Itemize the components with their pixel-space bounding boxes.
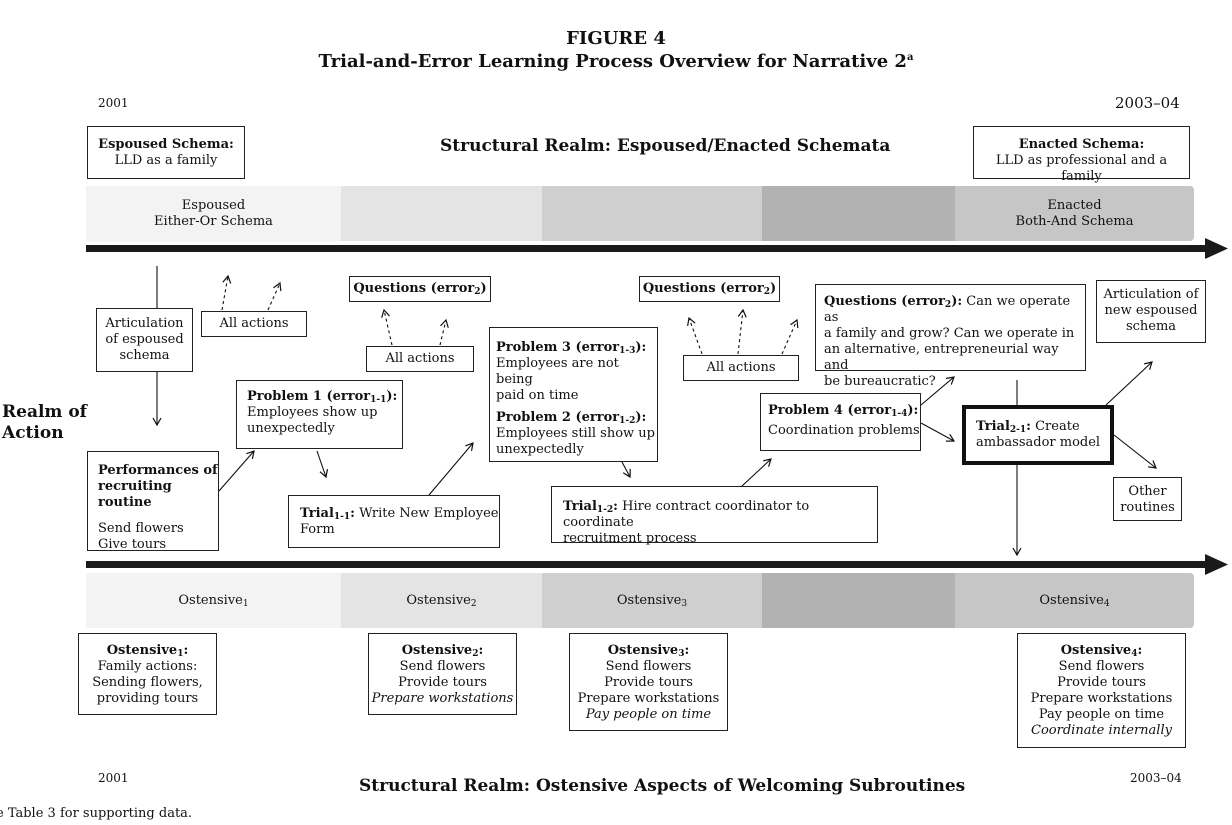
figure-title-sup: a	[906, 52, 914, 63]
structural-top-title: Structural Realm: Espoused/Enacted Schem…	[440, 136, 891, 156]
dashed-arrow-3a	[687, 316, 703, 355]
espoused-schema-title: Espoused Schema:	[98, 137, 234, 152]
ostensive-band-1: Ostensive1	[86, 573, 341, 628]
arrow-trial21-to-other-routines	[1113, 434, 1157, 469]
year-end-top: 2003–04	[1115, 94, 1180, 112]
arrow-trial21-to-articulation-new	[1105, 361, 1153, 406]
figure-title: Trial-and-Error Learning Process Overvie…	[0, 51, 1232, 72]
arrow-problem2-to-trial12	[621, 461, 631, 479]
espoused-schema-box: Espoused Schema: LLD as a family	[87, 126, 245, 179]
trial21-box: Trial2-1: Create ambassador model	[962, 405, 1114, 465]
trial11-box: Trial1-1: Write New Employee Form	[288, 495, 500, 548]
top-band-4	[762, 186, 955, 241]
year-start-bottom: 2001	[98, 771, 129, 785]
structural-bottom-title: Structural Realm: Ostensive Aspects of W…	[359, 776, 966, 796]
bottom-timeline-axis	[86, 554, 1228, 575]
year-end-bottom: 2003–04	[1130, 771, 1182, 785]
problem4-box: Problem 4 (error1-4): Coordination probl…	[760, 393, 921, 451]
dashed-arrow-3c	[781, 318, 799, 355]
performances-box: Performances of recruiting routine Send …	[87, 451, 219, 552]
dashed-arrow-1a	[221, 274, 232, 311]
articulation-new-box: Articulation of new espoused schema	[1096, 280, 1206, 343]
top-band-enacted-line1: Enacted	[1047, 197, 1102, 213]
ostensive-band-3-label: Ostensive3	[616, 592, 688, 609]
figure-label: FIGURE 4	[566, 28, 666, 49]
top-band-3	[542, 186, 762, 241]
problem3-2-box: Problem 3 (error1-3): Employees are not …	[489, 327, 658, 462]
figure-title-text: Trial-and-Error Learning Process Overvie…	[318, 51, 907, 72]
top-band-enacted-line2: Both-And Schema	[1015, 213, 1134, 229]
articulation-espoused-box: Articulation of espoused schema	[96, 308, 193, 372]
ostensive-band-1-label: Ostensive1	[178, 592, 249, 609]
all-actions-box-3: All actions	[683, 355, 799, 381]
questions-box-1: Questions (error2)	[349, 276, 491, 302]
top-band-espoused-line1: Espoused	[181, 197, 246, 213]
questions-box-3: Questions (error2): Can we operate as a …	[815, 284, 1086, 389]
ostensive-band-4-label: Ostensive4	[1039, 592, 1110, 609]
arrow-trial12-to-problem4	[741, 458, 772, 487]
arrow-problem1-to-trial11	[316, 450, 329, 479]
trial12-box: Trial1-2: Hire contract coordinator to c…	[551, 486, 878, 546]
top-band-2	[341, 186, 542, 241]
ostensive-band-4: Ostensive4	[955, 573, 1194, 628]
arrow-performances-to-problem1	[218, 450, 255, 492]
enacted-schema-title: Enacted Schema:	[1018, 137, 1145, 152]
dashed-arrow-2b	[439, 318, 449, 346]
arrow-problem4-to-questions3	[920, 376, 955, 406]
espoused-schema-text: LLD as a family	[114, 153, 218, 168]
dashed-arrow-3b	[737, 308, 747, 355]
top-timeline-axis	[86, 238, 1228, 259]
enacted-schema-text: LLD as professional and a family	[995, 153, 1168, 184]
ostensive-band-2: Ostensive2	[341, 573, 542, 628]
ostensive-band-3: Ostensive3	[542, 573, 762, 628]
ostensive2-box: Ostensive2: Send flowers Provide tours P…	[368, 633, 517, 715]
ostensive-band-empty	[762, 573, 955, 628]
dashed-arrow-2a	[381, 308, 393, 346]
all-actions-box-1: All actions	[201, 311, 307, 337]
ostensive-band-2-label: Ostensive2	[406, 592, 477, 609]
footnote: e Table 3 for supporting data.	[0, 806, 193, 821]
top-band-espoused-line2: Either-Or Schema	[154, 213, 273, 229]
ostensive1-box: Ostensive1: Family actions: Sending flow…	[78, 633, 217, 715]
ostensive4-box: Ostensive4: Send flowers Provide tours P…	[1017, 633, 1186, 748]
arrow-problem4-to-trial21	[920, 422, 956, 442]
all-actions-box-2: All actions	[366, 346, 474, 372]
arrow-trial11-to-problem3	[428, 442, 474, 496]
other-routines-box: Other routines	[1113, 477, 1182, 521]
dashed-arrow-1b	[267, 281, 282, 311]
questions-box-2: Questions (error2)	[639, 276, 780, 302]
ostensive3-box: Ostensive3: Send flowers Provide tours P…	[569, 633, 728, 731]
problem1-box: Problem 1 (error1-1): Employees show up …	[236, 380, 403, 449]
year-start-top: 2001	[98, 96, 129, 110]
enacted-schema-box: Enacted Schema: LLD as professional and …	[973, 126, 1190, 184]
